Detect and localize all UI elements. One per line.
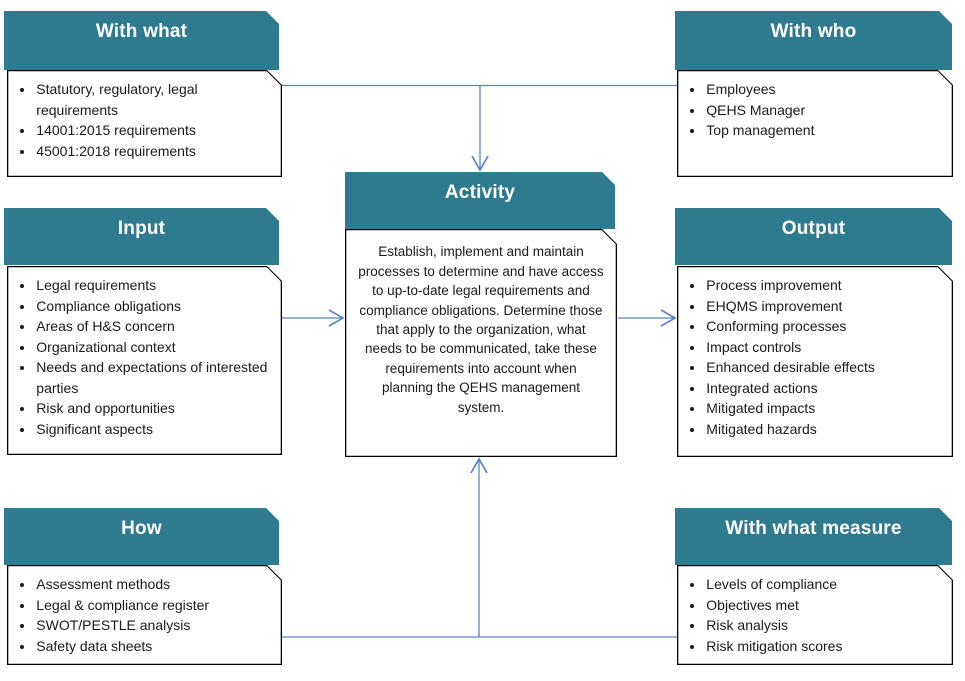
output-list: Process improvementEHQMS improvementConf…	[678, 267, 951, 439]
bullet-item: Mitigated hazards	[705, 419, 939, 440]
bullet-item: EHQMS improvement	[705, 296, 939, 317]
bullet-item: Compliance obligations	[35, 296, 268, 317]
bullet-item: Safety data sheets	[35, 636, 268, 657]
bullet-item: Risk and opportunities	[35, 398, 268, 419]
activity-box: Establish, implement and maintain proces…	[345, 229, 617, 457]
bullet-item: Legal & compliance register	[35, 595, 268, 616]
bullet-item: Enhanced desirable effects	[705, 357, 939, 378]
bullet-item: Mitigated impacts	[705, 398, 939, 419]
activity-body: Establish, implement and maintain proces…	[346, 230, 615, 455]
with-who-list: EmployeesQEHS ManagerTop management	[678, 71, 951, 141]
output-box: Process improvementEHQMS improvementConf…	[677, 266, 953, 457]
bullet-item: Assessment methods	[35, 574, 268, 595]
arrowhead-right-output-icon	[660, 309, 677, 327]
bullet-item: QEHS Manager	[705, 100, 939, 121]
with-what-title: With what	[95, 21, 188, 42]
with-who-header: With who	[675, 11, 952, 70]
with-what-body: Statutory, regulatory, legal requirement…	[8, 71, 280, 175]
bullet-item: Conforming processes	[705, 316, 939, 337]
input-list: Legal requirementsCompliance obligations…	[8, 267, 280, 439]
bullet-item: Organizational context	[35, 337, 268, 358]
with-what-header: With what	[4, 11, 279, 70]
bullet-item: 45001:2018 requirements	[35, 141, 268, 162]
bullet-item: Statutory, regulatory, legal requirement…	[35, 79, 268, 120]
bullet-item: Risk mitigation scores	[705, 636, 939, 657]
arrowhead-up-icon	[470, 457, 488, 474]
with-what-measure-header: With what measure	[675, 508, 952, 565]
bullet-item: Areas of H&S concern	[35, 316, 268, 337]
input-title: Input	[117, 218, 166, 239]
bullet-item: Process improvement	[705, 275, 939, 296]
bullet-item: 14001:2015 requirements	[35, 120, 268, 141]
bullet-item: SWOT/PESTLE analysis	[35, 615, 268, 636]
bullet-item: Risk analysis	[705, 615, 939, 636]
input-box: Legal requirementsCompliance obligations…	[7, 266, 282, 455]
bullet-item: Levels of compliance	[705, 574, 939, 595]
how-list: Assessment methodsLegal & compliance reg…	[8, 566, 280, 656]
bullet-item: Impact controls	[705, 337, 939, 358]
with-what-measure-box: Levels of complianceObjectives metRisk a…	[677, 565, 953, 665]
bullet-item: Legal requirements	[35, 275, 268, 296]
how-title: How	[121, 518, 162, 539]
output-header: Output	[675, 208, 952, 265]
with-who-title: With who	[770, 21, 857, 42]
bullet-item: Needs and expectations of interested par…	[35, 357, 268, 398]
with-what-measure-title: With what measure	[725, 518, 902, 539]
with-what-list: Statutory, regulatory, legal requirement…	[8, 71, 280, 161]
output-title: Output	[781, 218, 846, 239]
activity-description: Establish, implement and maintain proces…	[358, 244, 604, 415]
bullet-item: Top management	[705, 120, 939, 141]
input-body: Legal requirementsCompliance obligations…	[8, 267, 280, 453]
bullet-item: Integrated actions	[705, 378, 939, 399]
activity-header: Activity	[345, 172, 615, 229]
with-who-box: EmployeesQEHS ManagerTop management	[677, 70, 953, 177]
how-box: Assessment methodsLegal & compliance reg…	[7, 565, 282, 665]
how-body: Assessment methodsLegal & compliance reg…	[8, 566, 280, 663]
with-what-measure-body: Levels of complianceObjectives metRisk a…	[678, 566, 951, 663]
activity-title: Activity	[444, 182, 516, 203]
arrowhead-down-icon	[471, 155, 489, 172]
with-who-body: EmployeesQEHS ManagerTop management	[678, 71, 951, 175]
with-what-measure-list: Levels of complianceObjectives metRisk a…	[678, 566, 951, 656]
with-what-box: Statutory, regulatory, legal requirement…	[7, 70, 282, 177]
output-body: Process improvementEHQMS improvementConf…	[678, 267, 951, 455]
arrowhead-right-input-icon	[328, 309, 345, 327]
how-header: How	[4, 508, 279, 565]
bullet-item: Significant aspects	[35, 419, 268, 440]
bullet-item: Employees	[705, 79, 939, 100]
input-header: Input	[4, 208, 279, 265]
bullet-item: Objectives met	[705, 595, 939, 616]
